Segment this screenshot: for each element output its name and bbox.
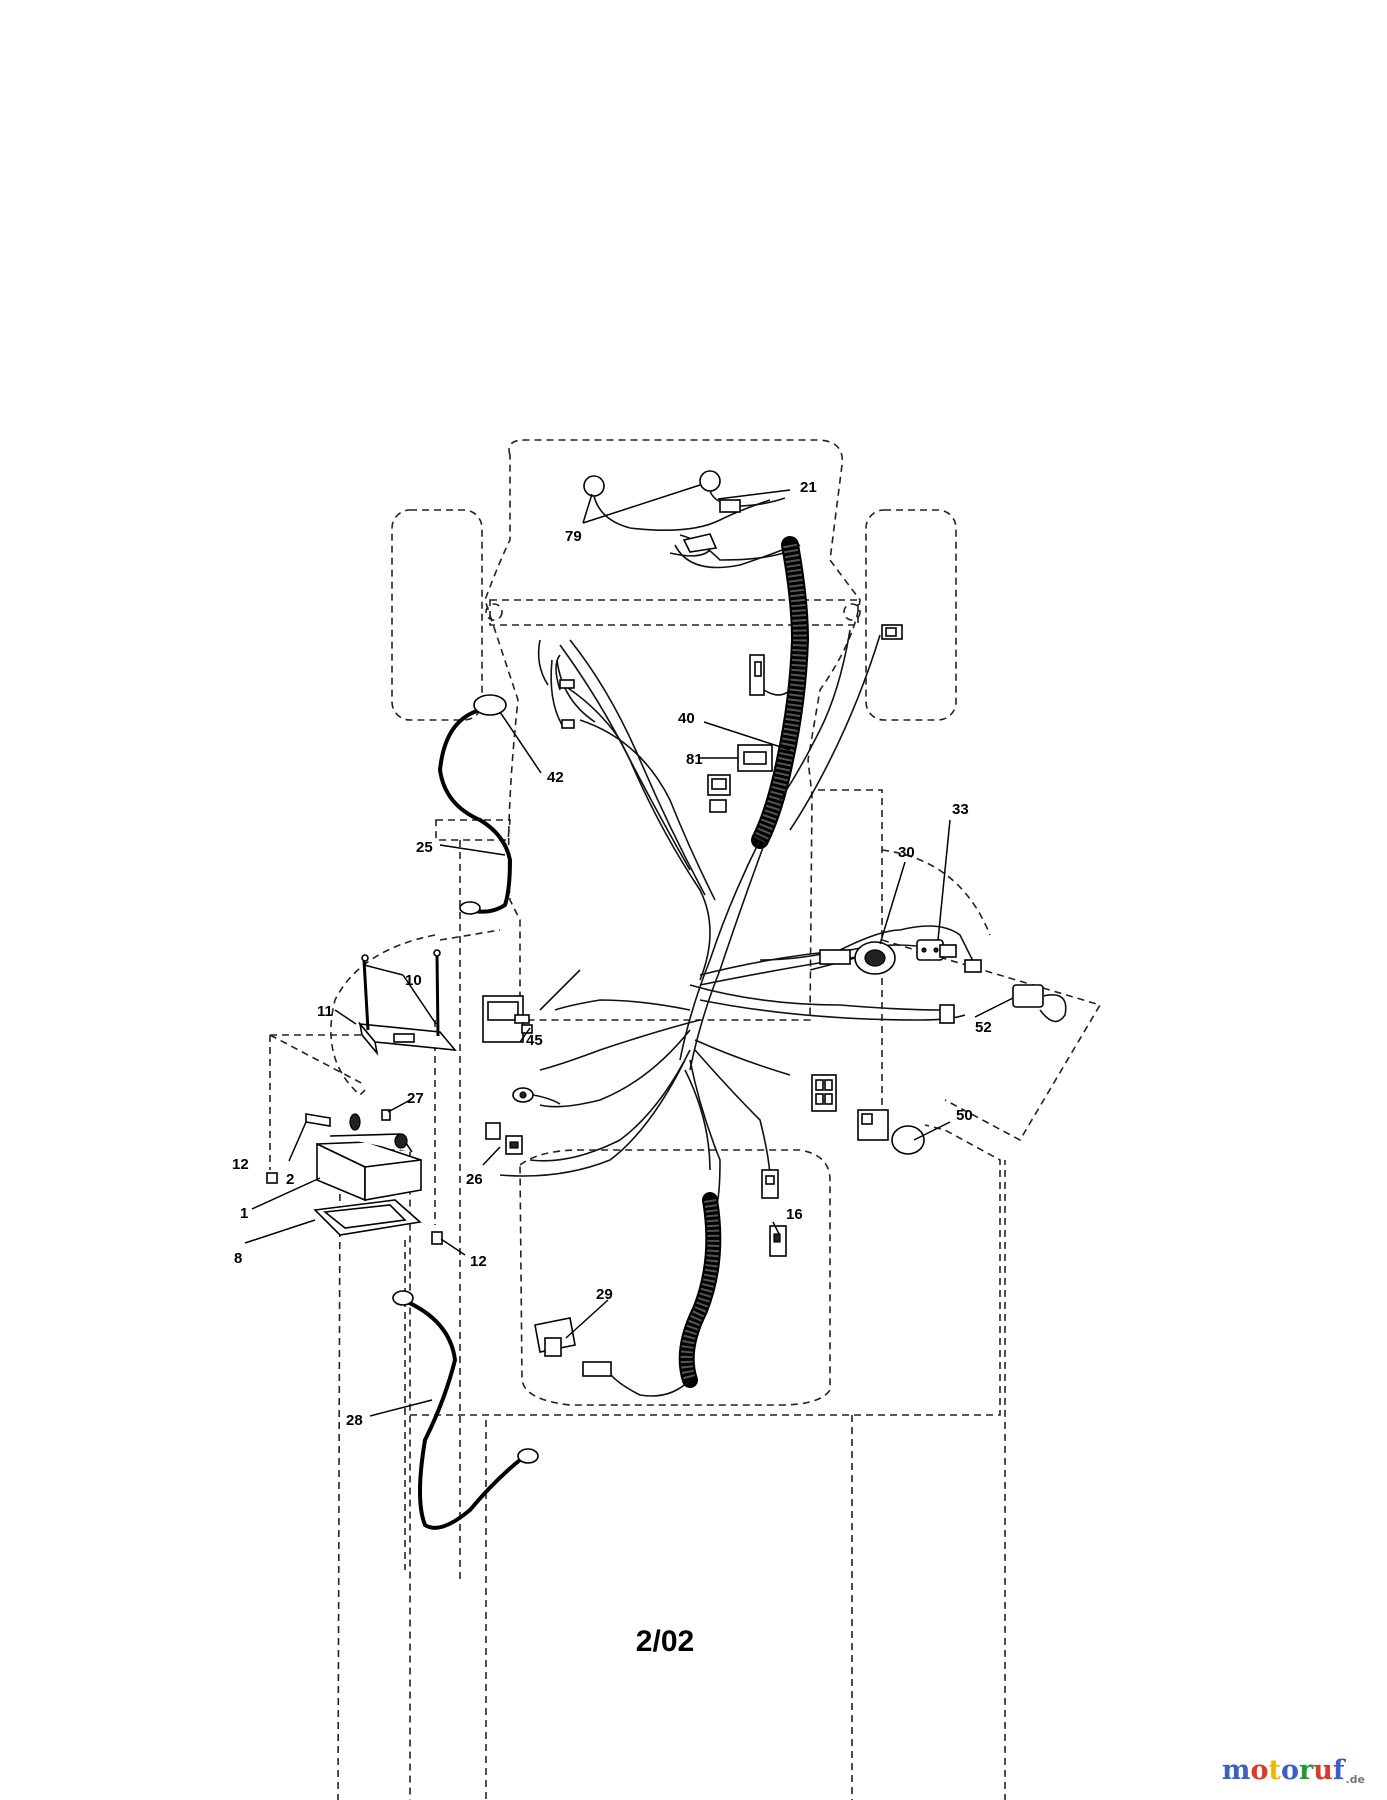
callout-42: 42 [547,769,564,786]
logo-suffix: .de [1345,1773,1365,1786]
callout-28: 28 [346,1412,363,1429]
callout-27: 27 [407,1090,424,1107]
main-harness-coil [751,536,810,849]
component-50-switch [857,1109,925,1155]
logo-letter: u [1313,1755,1333,1786]
component-connector-right-end [939,944,982,1024]
logo-letter: f [1332,1755,1345,1786]
callout-45: 45 [526,1032,543,1049]
callout-16: 16 [786,1206,803,1223]
component-16-connector [761,1169,787,1257]
component-45-ammeter [482,995,533,1043]
component-28-ground-cable [392,1290,539,1530]
callout-33: 33 [952,801,969,818]
component-right-plug [881,624,903,640]
wiring-bundle [499,629,976,1211]
callout-21: 21 [800,479,817,496]
component-connector-small [707,774,731,813]
component-29-seat-switch [534,1317,612,1377]
component-left-tabs [537,639,575,729]
component-26-fuse [485,1122,523,1155]
callout-81: 81 [686,751,703,768]
callout-10: 10 [405,972,422,989]
callout-52: 52 [975,1019,992,1036]
page-number: 2/02 [635,1625,695,1658]
component-81-relay [737,744,773,772]
tractor-outline [269,439,1102,1800]
callout-12-left: 12 [232,1156,249,1173]
component-block-connector [811,1074,837,1112]
callout-50: 50 [956,1107,973,1124]
logo-letter: r [1298,1755,1314,1786]
component-ring-terminal [512,1087,561,1105]
callout-79: 79 [565,528,582,545]
component-33-key [916,939,944,961]
component-42-cable [437,694,513,907]
callouts: 79 21 40 81 42 25 33 30 10 11 45 52 27 1… [232,479,992,1429]
logo-letter: o [1280,1755,1299,1786]
callout-11: 11 [317,1003,333,1020]
component-25-cable [459,901,507,915]
component-rear-coil [610,1192,722,1397]
callout-1: 1 [240,1205,248,1222]
battery-assembly [266,949,457,1245]
callout-8: 8 [234,1250,242,1267]
callout-29: 29 [596,1286,613,1303]
headlight-harness [583,470,801,569]
callout-25: 25 [416,839,433,856]
logo-letter: m [1221,1755,1251,1786]
watermark-logo: motoruf.de [1222,1755,1365,1786]
leader-lines [244,484,1014,1417]
logo-letter: o [1250,1755,1269,1786]
callout-30: 30 [898,844,915,861]
callout-2: 2 [286,1171,294,1188]
callout-12-right: 12 [470,1253,487,1270]
callout-40: 40 [678,710,695,727]
component-52-switch [1012,984,1067,1023]
callout-26: 26 [466,1171,483,1188]
component-30-ignition-switch [809,941,896,975]
logo-letter: t [1268,1755,1281,1786]
component-connector-upper [749,654,791,696]
